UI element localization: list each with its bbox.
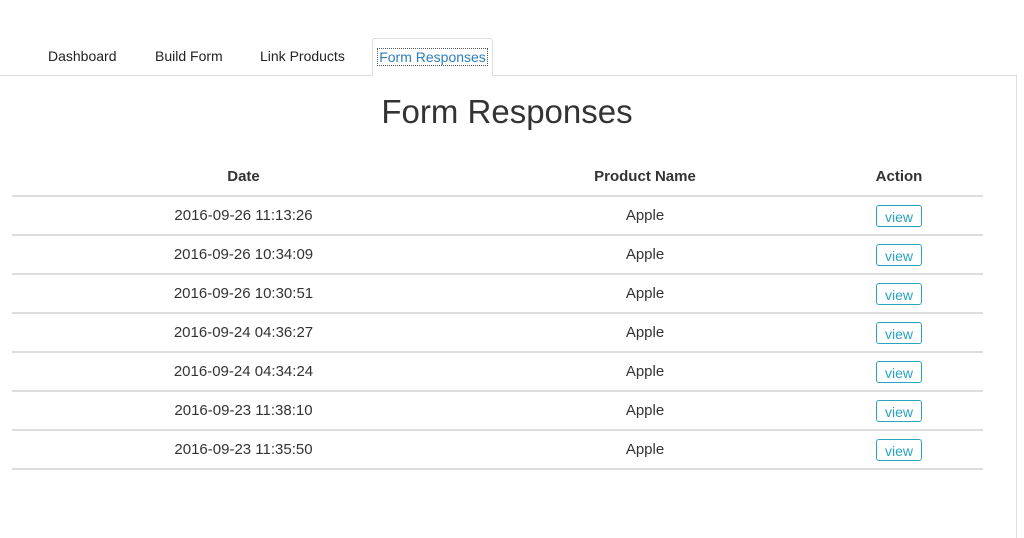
cell-action: view <box>815 352 983 392</box>
cell-product-name: Apple <box>475 391 815 431</box>
header-product-name: Product Name <box>475 158 815 197</box>
cell-action: view <box>815 391 983 431</box>
tab-link-products[interactable]: Link Products <box>260 48 345 64</box>
cell-product-name: Apple <box>475 274 815 314</box>
cell-action: view <box>815 235 983 275</box>
cell-date: 2016-09-23 11:38:10 <box>12 391 475 431</box>
cell-action: view <box>815 274 983 314</box>
view-button[interactable]: view <box>876 243 922 266</box>
tab-form-responses-label: Form Responses <box>377 48 488 66</box>
view-button[interactable]: view <box>876 399 922 422</box>
cell-product-name: Apple <box>475 196 815 236</box>
cell-product-name: Apple <box>475 352 815 392</box>
cell-date: 2016-09-26 10:34:09 <box>12 235 475 275</box>
view-button[interactable]: view <box>876 321 922 344</box>
tab-form-responses[interactable]: Form Responses <box>372 38 493 76</box>
cell-product-name <box>475 469 815 471</box>
panel-border <box>1016 75 1017 538</box>
cell-product-name: Apple <box>475 313 815 353</box>
tab-dashboard[interactable]: Dashboard <box>48 48 117 64</box>
cell-action: view <box>815 469 983 471</box>
cell-product-name: Apple <box>475 235 815 275</box>
cell-product-name: Apple <box>475 430 815 470</box>
cell-date: 2016-09-24 04:36:27 <box>12 313 475 353</box>
responses-table-container[interactable]: Date Product Name Action 2016-09-26 11:1… <box>12 158 983 471</box>
cell-action: view <box>815 430 983 470</box>
cell-date: 2016-09-23 11:35:50 <box>12 430 475 470</box>
tab-build-form[interactable]: Build Form <box>155 48 223 64</box>
cell-date: 2016-09-24 04:34:24 <box>12 352 475 392</box>
cell-date <box>12 469 475 471</box>
table-row: view <box>12 469 983 471</box>
header-action: Action <box>815 158 983 197</box>
view-button[interactable]: view <box>876 204 922 227</box>
view-button[interactable]: view <box>876 360 922 383</box>
tab-bar: Dashboard Build Form Link Products Form … <box>0 38 1017 76</box>
view-button[interactable]: view <box>876 282 922 305</box>
cell-action: view <box>815 196 983 236</box>
cell-date: 2016-09-26 10:30:51 <box>12 274 475 314</box>
responses-table: Date Product Name Action 2016-09-26 11:1… <box>12 158 983 471</box>
view-button[interactable]: view <box>876 438 922 461</box>
page-title: Form Responses <box>381 93 633 130</box>
header-date: Date <box>12 158 475 197</box>
cell-date: 2016-09-26 11:13:26 <box>12 196 475 236</box>
table-header-row: Date Product Name Action <box>12 158 983 197</box>
cell-action: view <box>815 313 983 353</box>
